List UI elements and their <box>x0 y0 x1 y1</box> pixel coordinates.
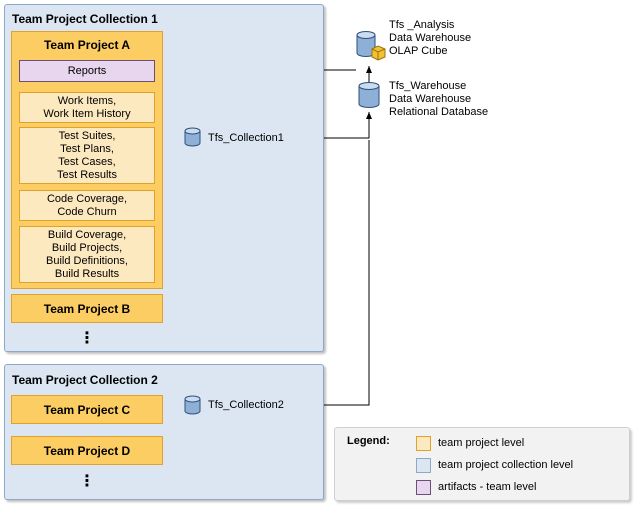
legend-title: Legend: <box>347 435 390 447</box>
reports-box: Reports <box>19 60 155 82</box>
team-project-c: Team Project C <box>11 395 163 424</box>
tfs-warehouse-label: Tfs_Warehouse Data Warehouse Relational … <box>389 80 488 119</box>
category-line: Test Results <box>57 168 117 181</box>
warehouse-line: Tfs_Warehouse <box>389 80 467 92</box>
category-line: Test Suites, <box>58 129 116 142</box>
category-line: Work Items, <box>57 94 117 107</box>
category-line: Test Plans, <box>60 142 114 155</box>
legend-swatch-project <box>416 436 431 451</box>
category-work-items: Work Items, Work Item History <box>19 92 155 123</box>
category-line: Build Definitions, <box>46 254 128 267</box>
warehouse-line: Relational Database <box>389 106 489 118</box>
category-line: Work Item History <box>43 107 131 120</box>
more-projects-ellipsis: ⋮ <box>79 330 95 347</box>
team-project-b: Team Project B <box>11 294 163 323</box>
team-project-d: Team Project D <box>11 436 163 465</box>
category-line: Code Coverage, <box>46 192 128 205</box>
olap-cube-icon <box>356 31 386 61</box>
analysis-line: Tfs _Analysis <box>389 19 455 31</box>
legend-label-collection: team project collection level <box>438 459 574 471</box>
category-tests: Test Suites, Test Plans, Test Cases, Tes… <box>19 127 155 184</box>
database-icon <box>184 395 201 415</box>
tfs-collection2-label: Tfs_Collection2 <box>208 399 284 411</box>
legend-swatch-artifact <box>416 480 431 495</box>
tfs-collection1-label: Tfs_Collection1 <box>208 132 284 144</box>
tfs-analysis-label: Tfs _Analysis Data Warehouse OLAP Cube <box>389 19 471 58</box>
category-line: Test Cases, <box>58 155 116 168</box>
database-icon <box>358 82 380 108</box>
more-projects-ellipsis: ⋮ <box>79 473 95 490</box>
category-line: Build Coverage, <box>47 228 127 241</box>
warehouse-line: Data Warehouse <box>389 93 472 105</box>
legend-swatch-collection <box>416 458 431 473</box>
category-line: Build Projects, <box>51 241 123 254</box>
arrow-collection2-to-warehouse <box>305 140 370 406</box>
legend-label-project: team project level <box>438 437 525 449</box>
category-line: Code Churn <box>57 205 117 218</box>
category-code-coverage: Code Coverage, Code Churn <box>19 190 155 221</box>
category-builds: Build Coverage, Build Projects, Build De… <box>19 226 155 283</box>
team-project-collection-2: Team Project Collection 2 <box>4 364 324 500</box>
analysis-line: OLAP Cube <box>389 45 448 57</box>
category-line: Build Results <box>54 267 120 280</box>
legend: Legend: team project level team project … <box>334 427 630 501</box>
arrow-collection1-to-warehouse <box>305 112 372 139</box>
collection-title: Team Project Collection 1 <box>12 12 158 26</box>
legend-label-artifact: artifacts - team level <box>438 481 537 493</box>
team-project-a-title: Team Project A <box>43 38 131 52</box>
collection-title: Team Project Collection 2 <box>12 373 158 387</box>
analysis-line: Data Warehouse <box>389 32 472 44</box>
database-icon <box>184 127 201 147</box>
